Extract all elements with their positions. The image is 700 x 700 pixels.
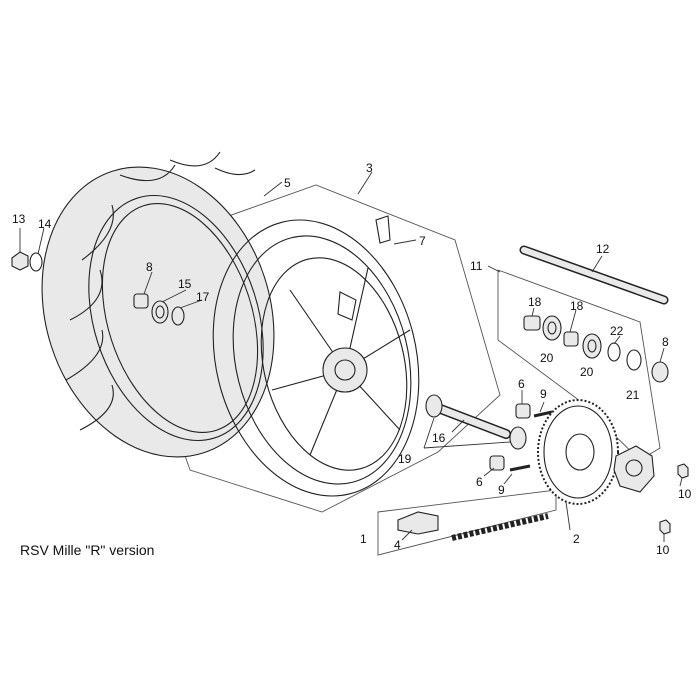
callout-7: 7	[419, 234, 426, 248]
callout-10b: 10	[656, 543, 670, 557]
bearing-19b	[509, 426, 527, 450]
hub-circlip-22	[607, 342, 621, 362]
stud-9a	[533, 410, 553, 418]
chain-link-4	[397, 511, 439, 535]
callout-18b: 18	[570, 299, 584, 313]
callout-17: 17	[196, 290, 210, 304]
callout-20b: 20	[580, 365, 594, 379]
callout-22: 22	[610, 324, 624, 338]
leader-lines	[19, 171, 683, 542]
nut-washer	[29, 252, 43, 272]
hub-bearing-20b	[582, 333, 602, 359]
callout-20a: 20	[540, 351, 554, 365]
callout-12: 12	[596, 242, 610, 256]
bearing-19a	[425, 394, 443, 418]
hub-bearing-20a	[542, 315, 562, 341]
callout-8b: 8	[662, 335, 669, 349]
callout-2: 2	[573, 532, 580, 546]
hub-spacer-18a	[523, 315, 541, 331]
sprocket-nut-10b	[659, 519, 671, 535]
bush-6a	[515, 403, 531, 419]
hub-spacer-18b	[563, 331, 579, 347]
spacer-tube	[433, 403, 511, 439]
left-spacer	[133, 293, 149, 309]
callout-13: 13	[12, 212, 26, 226]
rear-wheel-rim	[212, 215, 420, 497]
callout-5: 5	[284, 176, 291, 190]
wheel-nut	[11, 251, 29, 271]
chain-kit-outline	[377, 489, 557, 556]
callout-15: 15	[178, 277, 192, 291]
sprocket-nut-10a	[677, 463, 689, 479]
callout-14: 14	[38, 217, 52, 231]
callout-9b: 9	[498, 483, 505, 497]
diagram-caption: RSV Mille "R" version	[20, 542, 154, 558]
callout-6a: 6	[518, 377, 525, 391]
callout-8a: 8	[146, 260, 153, 274]
callout-9a: 9	[540, 387, 547, 401]
stud-9b	[509, 464, 531, 472]
callout-18a: 18	[528, 295, 542, 309]
sprocket-carrier	[613, 445, 655, 493]
rear-sprocket	[537, 399, 619, 505]
left-bearing	[151, 300, 169, 324]
callout-19: 19	[398, 452, 412, 466]
callout-6b: 6	[476, 475, 483, 489]
bush-6b	[489, 455, 505, 471]
callout-1: 1	[360, 532, 367, 546]
callout-21: 21	[626, 388, 640, 402]
callout-16: 16	[432, 431, 446, 445]
callout-11: 11	[470, 259, 483, 273]
callout-10a: 10	[678, 487, 692, 501]
left-seal-ring	[171, 306, 185, 326]
drive-chain	[451, 513, 549, 541]
hub-seal-21	[626, 349, 642, 371]
right-spacer-8	[651, 361, 669, 383]
callout-4: 4	[394, 538, 401, 552]
callout-3: 3	[366, 161, 373, 175]
wheel-axle	[519, 245, 669, 305]
